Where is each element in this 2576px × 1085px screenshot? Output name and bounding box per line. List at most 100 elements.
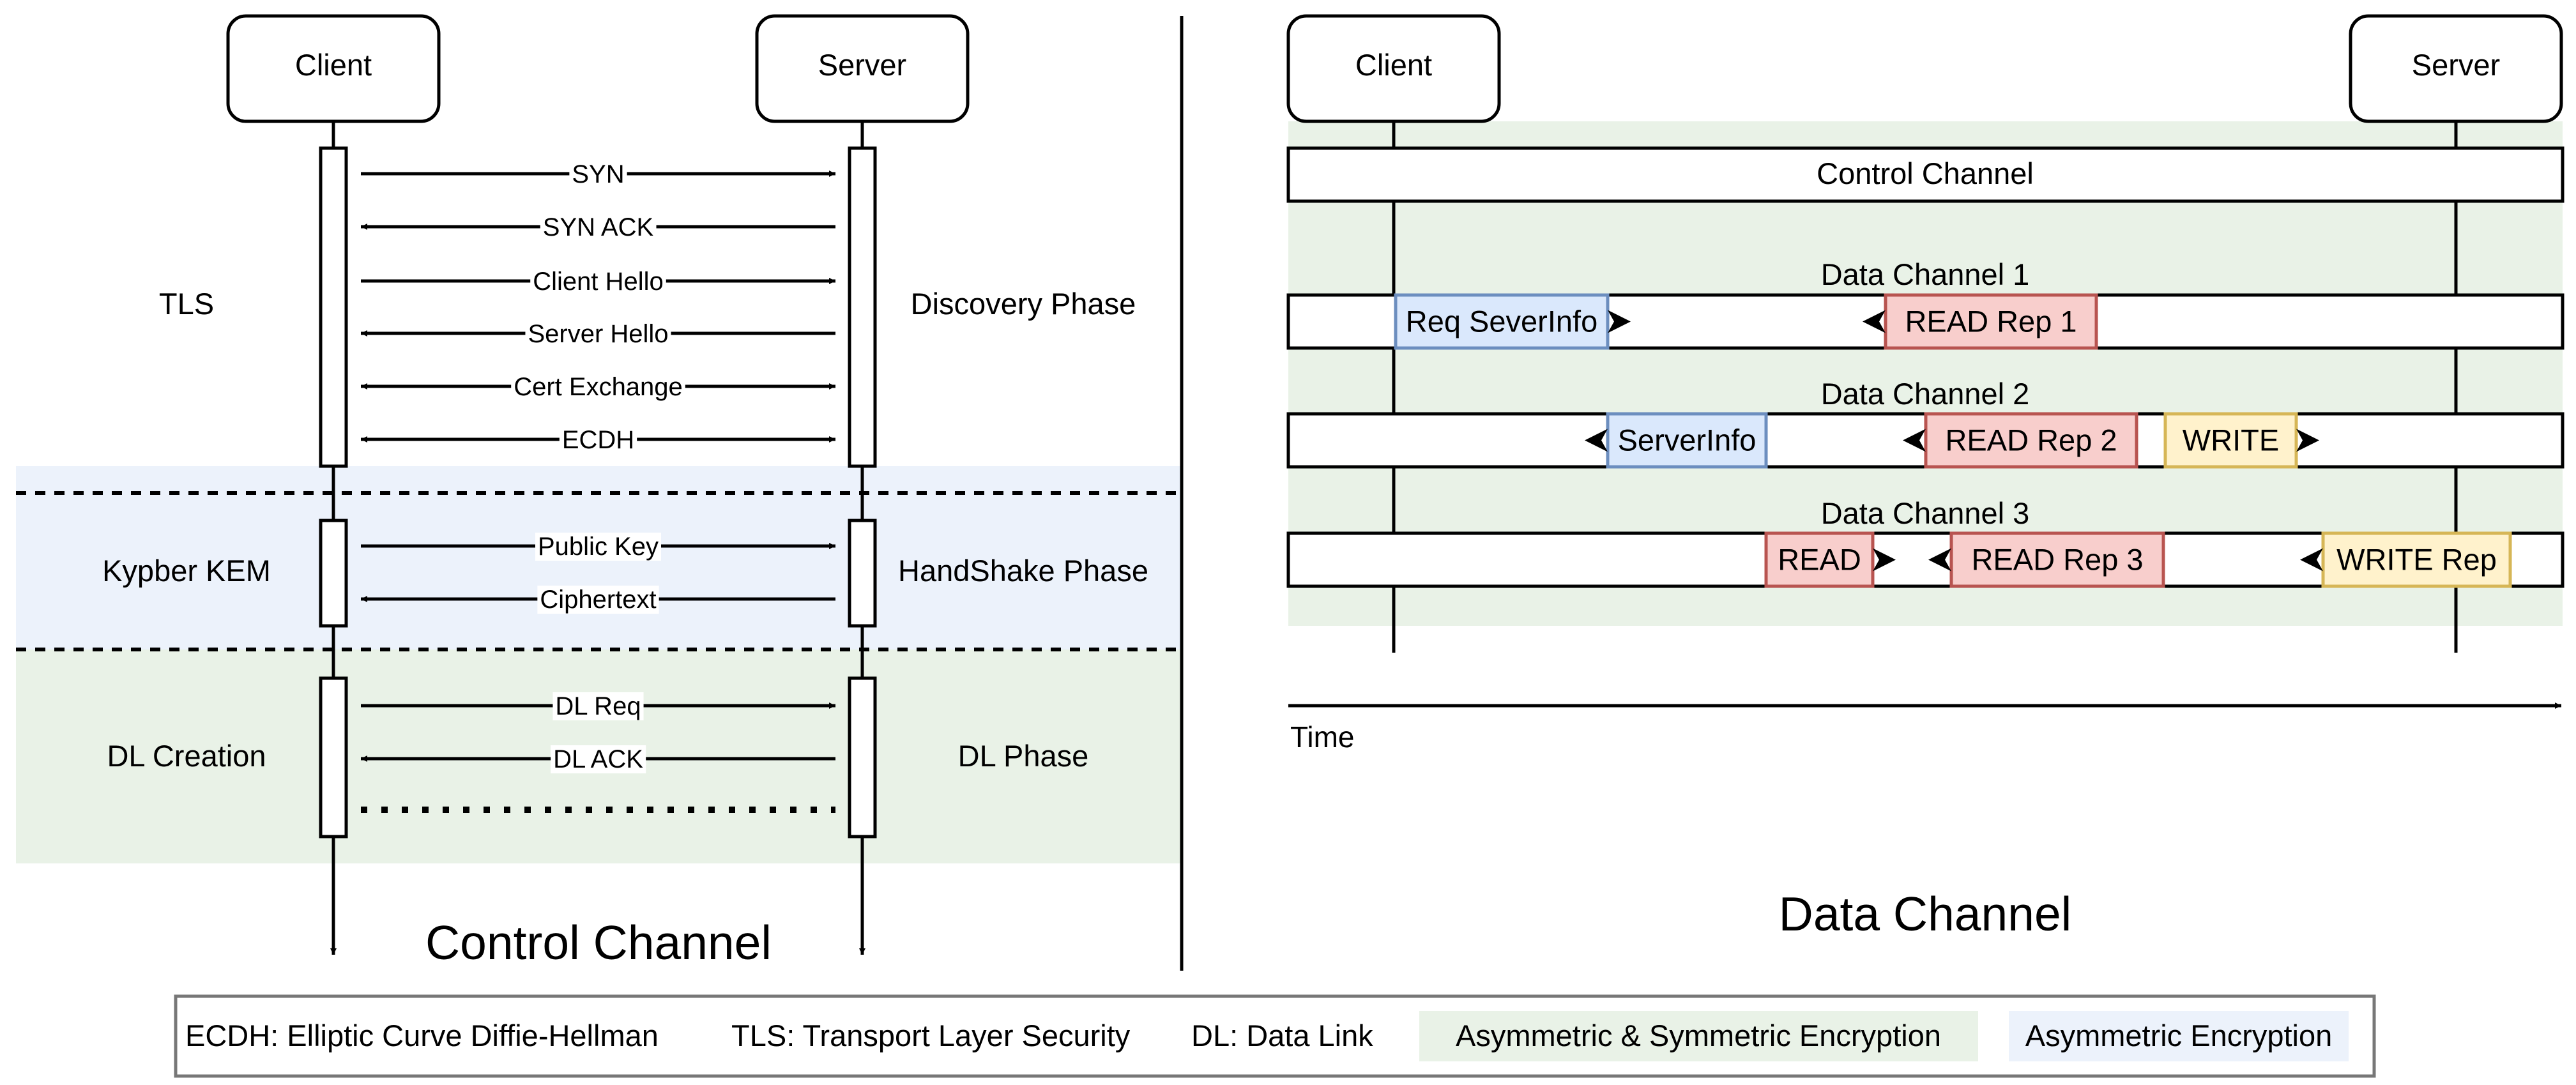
message-label: SYN [572, 160, 624, 188]
data-channel-box-rect [2163, 412, 2298, 469]
data-channel-box-rect [1606, 412, 1768, 469]
dl-creation-label: DL Creation [107, 739, 266, 773]
data-channel-box: ServerInfo [1585, 412, 1768, 469]
data-channel-box-label: Req SeverInfo [1406, 305, 1597, 338]
data-channel-3: Data Channel 3 READ READ Rep 3 WRITE Rep [1286, 496, 2565, 588]
server-activation [848, 519, 877, 628]
message-6: ECDH [361, 426, 835, 454]
data-channel-box: WRITE [2163, 412, 2319, 469]
data-channel-box-label: ServerInfo [1618, 423, 1757, 457]
data-channel-box-arrowhead [1928, 548, 1951, 572]
legend-frame [174, 994, 2376, 1078]
client-label: Client [1355, 48, 1432, 82]
message-label: DL ACK [553, 745, 643, 773]
message-label: ECDH [562, 426, 634, 454]
control-channel-bar-label: Control Channel [1817, 156, 2034, 190]
message-4: Server Hello [361, 320, 835, 348]
data-channel-box-label: READ Rep 1 [1905, 305, 2077, 338]
legend-asym-sym: Asymmetric & Symmetric Encryption [1456, 1019, 1941, 1052]
time-label: Time [1290, 720, 1355, 754]
legend: ECDH: Elliptic Curve Diffie-Hellman TLS:… [174, 994, 2376, 1078]
client-participant: Client [1286, 14, 1501, 123]
legend-dl: DL: Data Link [1191, 1019, 1373, 1052]
control-channel-panel: Client Server SYN SYN ACK Client HelloServ… [16, 14, 1182, 969]
message-label: DL Req [555, 692, 641, 720]
server-label: Server [818, 48, 906, 82]
data-channel-title: Data Channel 1 [1821, 257, 2030, 291]
data-channel-title: Data Channel [1779, 887, 2072, 941]
message-label: SYN ACK [543, 213, 654, 241]
client-activation [319, 676, 348, 838]
kyber-kem-label: Kypber KEM [102, 554, 271, 588]
message-label-bg [540, 213, 657, 241]
client-participant: Client [226, 14, 441, 123]
client-label: Client [295, 48, 372, 82]
data-channel-box-rect [1949, 531, 2165, 588]
message-label: Cert Exchange [514, 373, 683, 401]
handshake-phase-label: HandShake Phase [898, 554, 1148, 588]
message-label: Server Hello [528, 320, 668, 348]
message-label-bg [569, 160, 627, 188]
server-label: Server [2412, 48, 2500, 82]
data-channel-box-arrowhead [1873, 548, 1896, 572]
control-channel-title: Control Channel [425, 916, 772, 969]
message-10: DL ACK [361, 745, 835, 773]
server-participant: Server [755, 14, 970, 123]
data-channel-box-label: WRITE Rep [2336, 543, 2497, 577]
data-channel-panel: Client Server Control Channel Data Chann… [1286, 14, 2565, 941]
data-channel-box: READ Rep 2 [1903, 412, 2138, 469]
message-label: Public Key [538, 533, 659, 561]
data-channel-box-rect [1924, 412, 2138, 469]
data-channel-box-arrowhead [1585, 429, 1608, 452]
message-label-bg [530, 268, 666, 296]
message-3: Client Hello [361, 268, 835, 296]
message-1: SYN [361, 160, 835, 188]
data-channel-title: Data Channel 3 [1821, 496, 2030, 530]
message-label: Client Hello [533, 268, 664, 296]
message-2: SYN ACK [361, 213, 835, 241]
data-channel-box-arrowhead [1608, 310, 1631, 333]
data-channel-box-label: WRITE [2183, 423, 2279, 457]
data-channel-box-arrowhead [2296, 429, 2319, 452]
data-channel-box-label: READ [1778, 543, 1861, 577]
data-channel-box-rect [1764, 531, 1875, 588]
control-channel-bar: Control Channel [1286, 146, 2565, 203]
message-label-bg [525, 320, 671, 348]
message-label-bg [553, 692, 644, 720]
message-label-bg [559, 426, 637, 454]
message-label-bg [535, 533, 661, 561]
server-activation [848, 676, 877, 838]
message-label-bg [537, 586, 659, 614]
data-channel-box-arrowhead [1903, 429, 1926, 452]
tls-label: TLS [159, 287, 214, 321]
data-channel-box-arrowhead [1863, 310, 1886, 333]
message-8: Ciphertext [361, 586, 835, 614]
discovery-phase-label: Discovery Phase [911, 287, 1136, 321]
message-9: DL Req [361, 692, 835, 720]
data-channel-box-rect [2321, 531, 2512, 588]
data-channel-2: Data Channel 2 ServerInfo READ Rep 2 WRITE [1286, 377, 2565, 469]
data-channel-box: READ [1764, 531, 1896, 588]
dl-phase-label: DL Phase [958, 739, 1089, 773]
legend-asym: Asymmetric Encryption [2025, 1019, 2333, 1052]
server-participant: Server [2349, 14, 2563, 123]
message-label-bg [551, 745, 646, 773]
data-channel-box-label: READ Rep 2 [1945, 423, 2117, 457]
data-channel-box: WRITE Rep [2300, 531, 2512, 588]
data-channel-box-rect [1394, 293, 1610, 350]
data-channel-box: READ Rep 1 [1863, 293, 2098, 350]
data-channel-1: Data Channel 1 Req SeverInfo READ Rep 1 [1286, 257, 2565, 350]
legend-asym-sym-swatch [1419, 1011, 1978, 1061]
message-label-bg [511, 373, 685, 401]
message-7: Public Key [361, 533, 835, 561]
message-label: Ciphertext [540, 586, 656, 614]
data-channel-title: Data Channel 2 [1821, 377, 2030, 411]
data-channel-box: READ Rep 3 [1928, 531, 2165, 588]
legend-asym-swatch [2009, 1011, 2349, 1061]
client-activation [319, 519, 348, 628]
client-activation [319, 146, 348, 468]
legend-tls: TLS: Transport Layer Security [731, 1019, 1131, 1052]
